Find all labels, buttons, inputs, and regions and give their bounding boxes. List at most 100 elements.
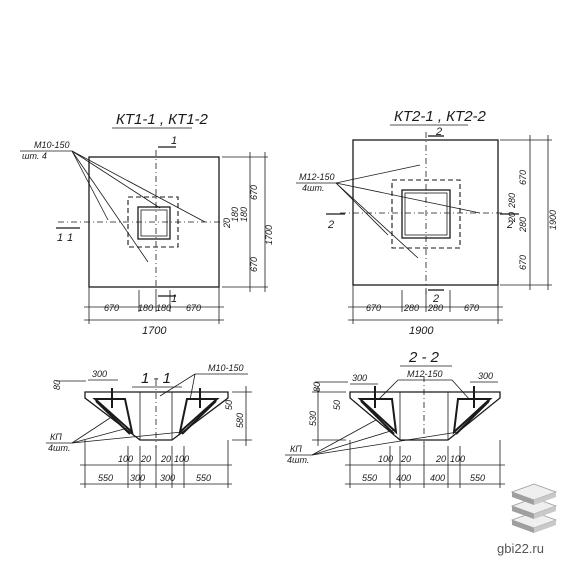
plan-right-dim-total: 1900	[409, 325, 434, 337]
section-left-dim-bottom-2: 300	[130, 473, 145, 483]
plan-right-dim-bottom-3: 280	[427, 303, 443, 313]
section-right-cage-left	[357, 398, 398, 435]
plan-left-cut-mark-top: 1	[171, 135, 177, 147]
plan-left-dim-inner: 20	[222, 218, 232, 229]
section-right-cage-diag-right	[455, 400, 490, 435]
plan-right-dim-bottom-1: 670	[366, 303, 381, 313]
section-left-title: 1 - 1	[141, 370, 171, 387]
section-right-cage-right	[452, 398, 493, 435]
plan-right: КТ2-1 , КТ2-2 2 2 2 2 М12-150 4шт. 670 2…	[296, 108, 558, 337]
section-left-dim-side-1: 50	[224, 400, 234, 410]
section-right-dim-small-2: 20	[400, 454, 411, 464]
plan-right-outline	[352, 139, 499, 286]
plan-left-leader-3	[71, 150, 161, 209]
plan-right-cut-mark-top: 2	[435, 126, 442, 138]
section-right-cage-leader-3	[311, 431, 459, 456]
watermark: gbi22.ru	[497, 483, 558, 556]
plan-left-cut-mark-bottom: 1	[171, 293, 177, 305]
watermark-site: gbi22.ru	[497, 541, 544, 556]
slab-bottom-side-left	[512, 520, 534, 533]
plan-right-leader-1	[335, 164, 421, 184]
section-right-mesh-leader-1	[377, 379, 399, 401]
section-left-mesh-label: М10-150	[208, 363, 244, 373]
section-left-dim-cover: 80	[52, 380, 62, 390]
section-left-cage-count: 4шт.	[48, 443, 70, 453]
section-right-dim-bottom-4: 550	[470, 473, 485, 483]
plan-right-dim-right-total: 1900	[548, 210, 558, 230]
plan-right-dim-right-2: 280	[507, 193, 517, 209]
plan-right-mesh-count: 4шт.	[302, 183, 324, 193]
section-right-dim-bottom-1: 550	[362, 473, 377, 483]
plan-left-mesh-label: М10-150	[34, 140, 70, 150]
plan-left-dim-right-3: 180	[239, 207, 249, 222]
section-right-cage-leader-2	[311, 429, 395, 456]
plan-right-dim-bottom-2: 280	[403, 303, 419, 313]
section-left-mesh-leader-1	[159, 373, 196, 397]
section-right-dim-cover: 80	[312, 382, 322, 392]
section-left-dim-small-3: 20	[160, 454, 171, 464]
plan-left-section-mark-b: 1	[67, 232, 73, 244]
plan-right-dim-bottom-4: 670	[464, 303, 479, 313]
section-left-dim-side-2: 580	[235, 413, 245, 428]
section-right-cage-leader-1	[311, 419, 377, 456]
plan-left-dim-bottom-3: 180	[156, 303, 171, 313]
section-right-dim-top-right: 300	[478, 371, 493, 381]
plan-left-mesh-count: шт. 4	[22, 151, 47, 161]
section-left-cage-leader-2	[71, 427, 129, 444]
slab-bottom-side-right	[534, 520, 556, 533]
section-right-dim-small-4: 100	[450, 454, 465, 464]
plan-left-title: КТ1-1 , КТ1-2	[116, 111, 209, 128]
section-right-dim-top-left: 300	[352, 373, 367, 383]
section-right-mesh-leader-2	[451, 379, 471, 401]
plan-left: КТ1-1 , КТ1-2 1 1 1 1 М10-150 шт. 4	[20, 111, 274, 337]
section-right-cage-count: 4шт.	[287, 455, 309, 465]
slab-top-side-left	[512, 492, 534, 505]
plan-left-leader-2	[71, 150, 149, 263]
section-left-dim-bottom-4: 550	[196, 473, 211, 483]
section-left-cage-diag-right	[181, 400, 217, 435]
section-right-dim-bottom-2: 400	[396, 473, 411, 483]
section-right: 2 - 2 300 300 80 М12-150 50 530 КП 4шт.	[285, 349, 505, 488]
section-left-dim-bottom-1: 550	[98, 473, 113, 483]
section-right-cage-label: КП	[290, 444, 302, 454]
section-left-cage-left	[92, 398, 134, 435]
plan-right-dim-inner: 20	[507, 212, 517, 223]
section-right-title: 2 - 2	[408, 349, 440, 366]
section-right-cage-diag-left	[360, 400, 395, 435]
section-left-dim-bottom-3: 300	[160, 473, 175, 483]
plan-right-dim-right-1: 670	[518, 170, 528, 185]
section-right-mesh-label: М12-150	[407, 369, 443, 379]
section-left-cage-leader-1	[71, 417, 111, 444]
plan-right-title: КТ2-1 , КТ2-2	[394, 108, 487, 125]
plan-right-leader-3	[335, 182, 419, 259]
plan-left-leader-1	[71, 150, 109, 221]
plan-left-column-socket	[137, 206, 171, 240]
plan-right-cut-mark-bottom: 2	[432, 293, 439, 305]
section-left-dim-small-2: 20	[140, 454, 151, 464]
section-left-cage-diag-left	[95, 400, 131, 435]
slab-top-side-right	[534, 492, 556, 505]
plan-right-dim-right-3: 280	[518, 217, 528, 233]
section-right-dim-small-3: 20	[435, 454, 446, 464]
plan-left-dim-right-1: 670	[249, 185, 259, 200]
plan-left-dim-bottom-1: 670	[104, 303, 119, 313]
section-left-cage-right	[178, 398, 220, 435]
section-left-dim-small-1: 100	[118, 454, 133, 464]
plan-left-dim-bottom-4: 670	[186, 303, 201, 313]
plan-right-leader-4	[335, 182, 389, 236]
section-right-dim-side-1: 50	[332, 400, 342, 410]
section-left-mesh-leader-2	[189, 373, 196, 401]
plan-right-section-mark-right: 2	[506, 219, 513, 231]
plan-left-dim-total: 1700	[142, 325, 167, 337]
section-left-dim-top: 300	[92, 369, 107, 379]
stacked-slabs-logo-icon	[510, 483, 558, 533]
plan-left-dim-right-2: 180	[230, 207, 240, 222]
slab-middle-side-left	[512, 506, 534, 519]
section-left-dim-small-4: 100	[174, 454, 189, 464]
plan-left-leader-4	[71, 150, 206, 223]
plan-right-leader-2	[335, 182, 481, 214]
section-left: 1 - 1 300 80 М10-150 50 580 КП 4шт.	[46, 363, 252, 488]
plan-right-section-mark-left: 2	[327, 219, 334, 231]
